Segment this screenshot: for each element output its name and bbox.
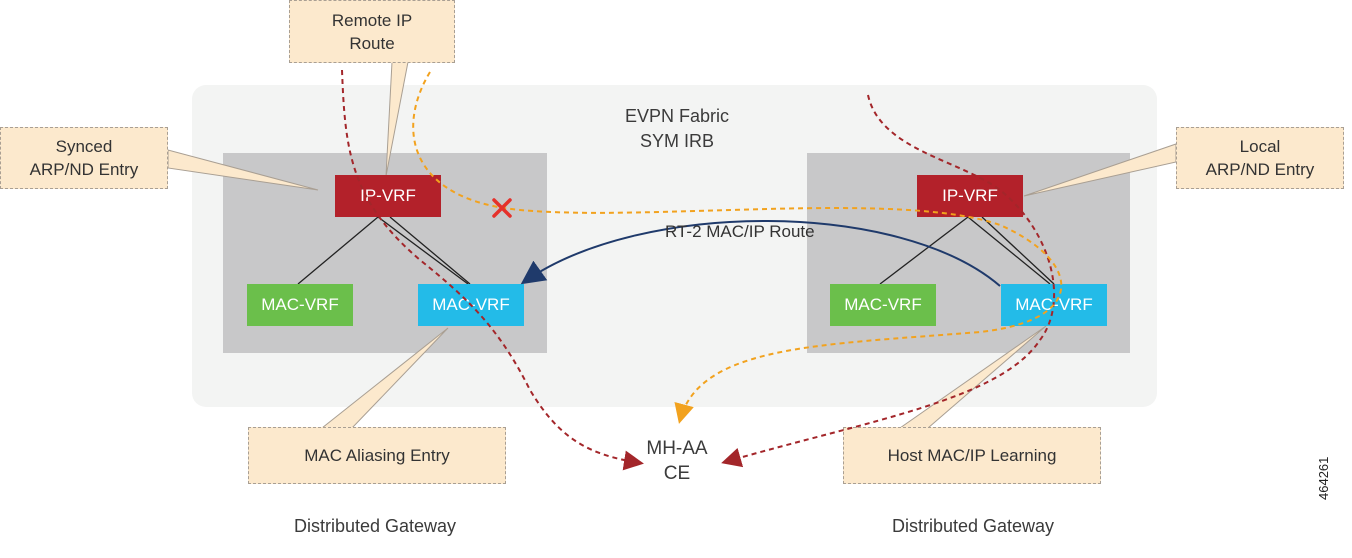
remote-ip-route-callout: Remote IP Route xyxy=(289,0,455,63)
synced-line1: Synced xyxy=(55,137,113,156)
remote-ip-line2: Route xyxy=(349,33,395,53)
synced-arp-nd-callout: Synced ARP/ND Entry xyxy=(0,127,168,189)
right-ip-vrf: IP-VRF xyxy=(917,175,1023,217)
right-tree-line-blue-2 xyxy=(981,216,1055,285)
mh-aa-ce: MH-AA CE xyxy=(617,436,737,486)
left-ip-vrf-label: IP-VRF xyxy=(360,186,416,205)
mac-aliasing-label: MAC Aliasing Entry xyxy=(304,446,450,465)
local-line1: Local xyxy=(1239,137,1281,156)
ce-line2: CE xyxy=(663,463,691,484)
left-mac-vrf-green-label: MAC-VRF xyxy=(261,295,339,314)
left-gateway-caption: Distributed Gateway xyxy=(293,516,457,536)
left-tree-line-green xyxy=(297,216,379,285)
fabric-title: EVPN Fabric SYM IRB xyxy=(577,104,777,154)
left-mac-vrf-green: MAC-VRF xyxy=(247,284,353,326)
figure-id: 464261 xyxy=(1316,456,1331,500)
left-tree-line-blue-1 xyxy=(377,216,469,285)
orange-path xyxy=(412,71,1063,424)
right-tree-line-blue-1 xyxy=(967,216,1051,285)
left-tree-line-blue-2 xyxy=(389,216,471,285)
right-mac-vrf-green-label: MAC-VRF xyxy=(844,295,922,314)
rt2-route-label: RT-2 MAC/IP Route xyxy=(665,222,815,241)
left-ip-vrf: IP-VRF xyxy=(335,175,441,217)
ce-line1: MH-AA xyxy=(646,438,708,459)
remote-ip-line1: Remote IP xyxy=(331,10,413,30)
fabric-title-line1: EVPN Fabric xyxy=(624,106,730,126)
fabric-title-line2: SYM IRB xyxy=(639,131,714,151)
right-tree-line-green xyxy=(879,216,969,285)
synced-callout-pointer xyxy=(167,149,319,191)
left-red-path xyxy=(341,69,644,471)
right-mac-vrf-green: MAC-VRF xyxy=(830,284,936,326)
local-line2: ARP/ND Entry xyxy=(1205,160,1315,179)
right-gateway-caption: Distributed Gateway xyxy=(891,516,1055,536)
mac-aliasing-callout: MAC Aliasing Entry xyxy=(248,427,506,484)
synced-line2: ARP/ND Entry xyxy=(29,160,139,179)
local-arp-nd-callout: Local ARP/ND Entry xyxy=(1176,127,1344,189)
right-red-path xyxy=(721,94,1055,468)
host-learning-callout: Host MAC/IP Learning xyxy=(843,427,1101,484)
blocked-marker-icon xyxy=(492,198,512,218)
host-learning-label: Host MAC/IP Learning xyxy=(887,446,1057,465)
right-ip-vrf-label: IP-VRF xyxy=(942,186,998,205)
rt2-route-path xyxy=(520,220,1001,287)
